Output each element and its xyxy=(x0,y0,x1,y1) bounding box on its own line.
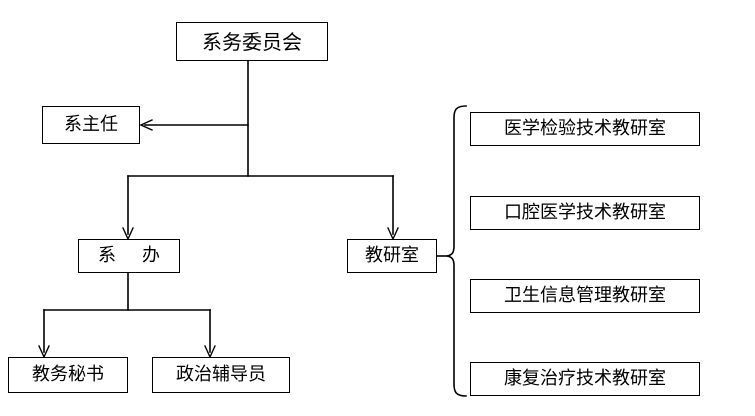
node-office-label-part2: 办 xyxy=(142,245,160,266)
node-teaching-group[interactable]: 教研室 xyxy=(347,239,437,273)
node-secretary[interactable]: 教务秘书 xyxy=(8,357,128,393)
node-department-medical-lab-technology[interactable]: 医学检验技术教研室 xyxy=(470,112,700,146)
node-committee[interactable]: 系务委员会 xyxy=(176,22,328,61)
director-arrow-head xyxy=(140,119,153,131)
node-department-health-information-management[interactable]: 卫生信息管理教研室 xyxy=(470,279,700,313)
teaching-arrow-head xyxy=(387,227,399,240)
node-director[interactable]: 系主任 xyxy=(42,106,140,144)
node-office[interactable]: 系 办 xyxy=(78,239,180,273)
office-arrow-head xyxy=(122,227,134,240)
node-director-label: 系主任 xyxy=(64,114,118,135)
node-department-rehabilitation-therapy[interactable]: 康复治疗技术教研室 xyxy=(470,362,700,396)
node-secretary-label: 教务秘书 xyxy=(32,364,104,385)
node-department-label: 口腔医学技术教研室 xyxy=(504,202,666,223)
node-department-label: 医学检验技术教研室 xyxy=(504,118,666,139)
node-department-label: 康复治疗技术教研室 xyxy=(504,368,666,389)
department-brace xyxy=(446,105,467,397)
node-office-label-part1: 系 xyxy=(98,245,116,266)
node-counselor-label: 政治辅导员 xyxy=(176,364,266,385)
node-teaching-group-label: 教研室 xyxy=(365,245,419,266)
node-department-stomatology-technology[interactable]: 口腔医学技术教研室 xyxy=(470,196,700,230)
node-counselor[interactable]: 政治辅导员 xyxy=(152,357,290,393)
node-department-label: 卫生信息管理教研室 xyxy=(504,285,666,306)
node-committee-label: 系务委员会 xyxy=(202,29,302,54)
secretary-arrow-head xyxy=(38,345,50,358)
counselor-arrow-head xyxy=(204,345,216,358)
